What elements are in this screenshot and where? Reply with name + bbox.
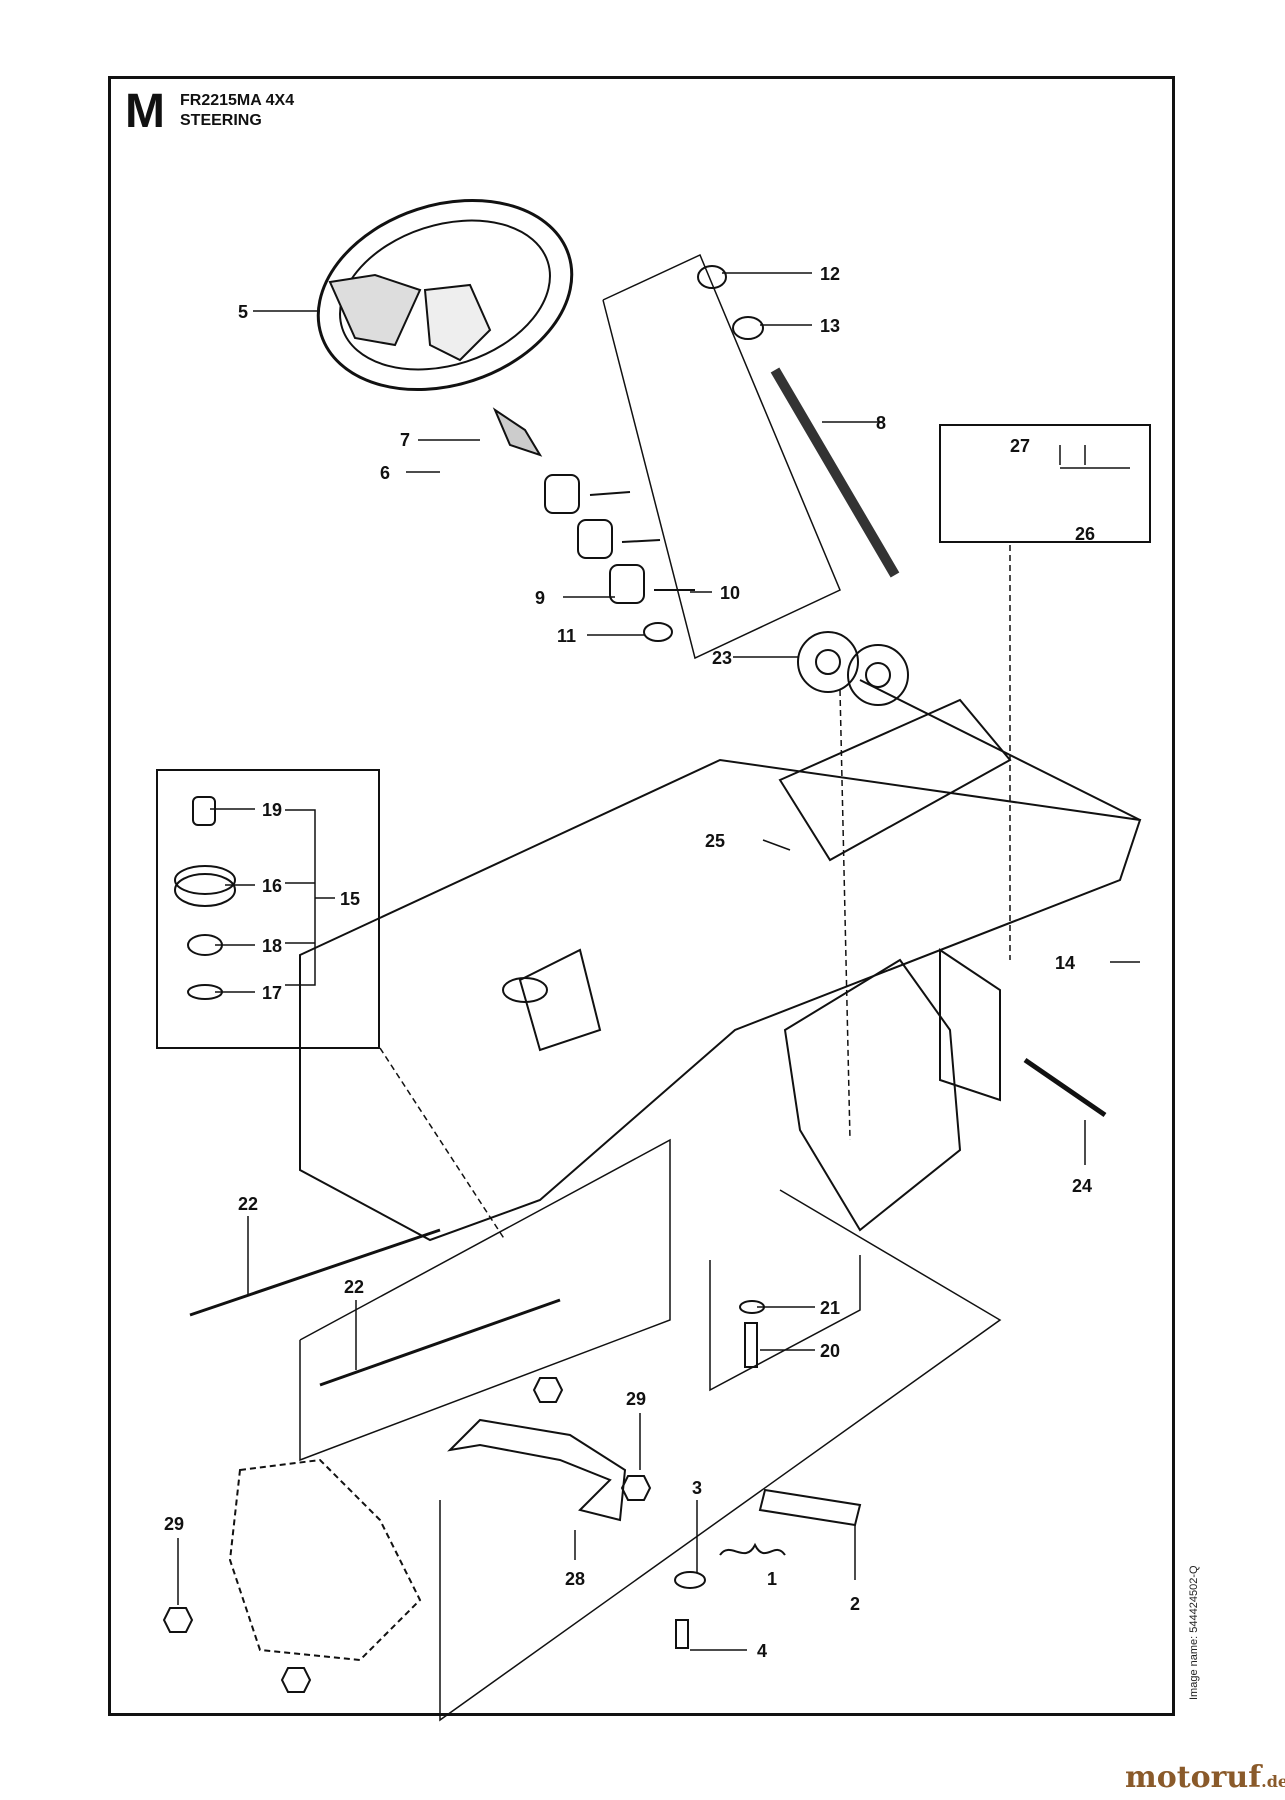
callout-15: 15 [340,889,360,909]
callout-9: 9 [535,588,545,608]
spring-assembly [674,1300,862,1649]
callout-10: 10 [720,583,740,603]
strap-bracket [447,1418,627,1522]
pulley-assembly-box [156,769,380,1049]
callout-23: 23 [712,648,732,668]
brand-watermark: motoruf.de [1125,1760,1285,1795]
callout-29: 29 [626,1389,646,1409]
callout-24: 24 [1072,1176,1092,1196]
callout-5: 5 [238,302,248,322]
callout-17: 17 [262,983,282,1003]
callout-21: 21 [820,1298,840,1318]
steering-wheel [316,198,574,457]
steering-column-couplings [544,474,695,642]
callout-16: 16 [262,876,282,896]
callout-11: 11 [557,626,576,646]
callout-20: 20 [820,1341,840,1361]
callout-19: 19 [262,800,282,820]
callout-22: 22 [344,1277,364,1297]
callout-14: 14 [1055,953,1075,973]
callout-12: 12 [820,264,840,284]
callout-27: 27 [1010,436,1030,456]
callout-28: 28 [565,1569,585,1589]
callout-2: 2 [850,1594,860,1614]
callout-3: 3 [692,1478,702,1498]
cable-detail-box [939,424,1151,543]
callout-8: 8 [876,413,886,433]
callout-25: 25 [705,831,725,851]
callout-22: 22 [238,1194,258,1214]
steering-shaft [697,265,900,578]
callout-29: 29 [164,1514,184,1534]
brand-tld: .de [1261,1772,1285,1791]
diagram-title: STEERING [180,112,262,129]
callout-18: 18 [262,936,282,956]
callout-6: 6 [380,463,390,483]
callout-4: 4 [757,1641,767,1661]
callout-13: 13 [820,316,840,336]
callout-7: 7 [400,430,410,450]
section-letter: M [125,85,165,138]
pulley-kit-parts [174,796,236,1000]
steering-frame [299,679,1142,1242]
callout-1: 1 [767,1569,777,1589]
callout-leaders [177,272,1140,1651]
model-name: FR2215MA 4X4 [180,92,295,109]
callout-26: 26 [1075,524,1095,544]
callout-labels: 5 12 13 8 7 6 27 26 9 10 11 23 19 25 16 … [164,264,1095,1661]
image-name-label: Image name: 544424502-Q [1188,1565,1200,1700]
pulleys [797,631,909,706]
brand-name: motoruf [1125,1760,1262,1795]
diagram-frame [108,76,1175,1716]
assembly-guide-lines [299,545,1011,1722]
